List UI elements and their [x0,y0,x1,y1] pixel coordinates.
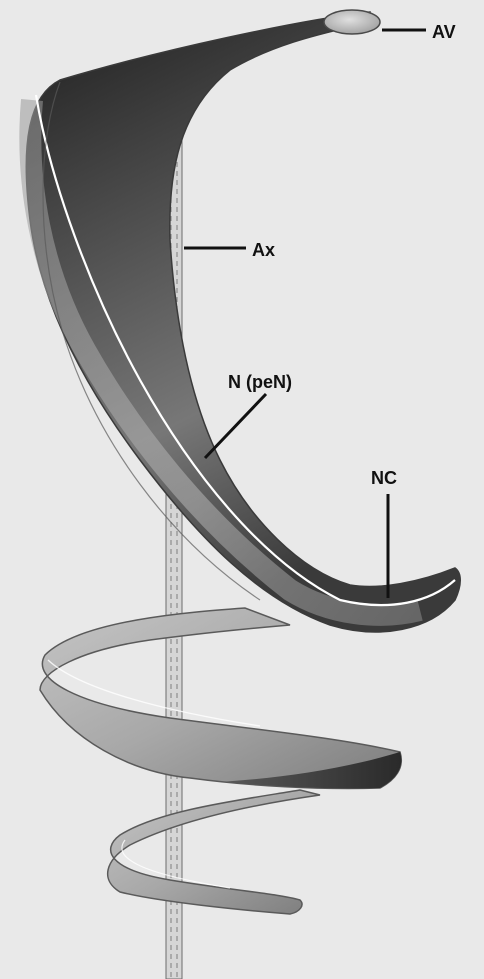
spiral-tail [40,608,401,914]
label-n-pen: N (peN) [228,372,292,392]
label-av: AV [432,22,456,42]
acrosomal-vesicle [324,10,380,34]
label-ax: Ax [252,240,275,260]
label-nc: NC [371,468,397,488]
leader-n [205,394,266,458]
nucleus-shell [26,12,460,632]
